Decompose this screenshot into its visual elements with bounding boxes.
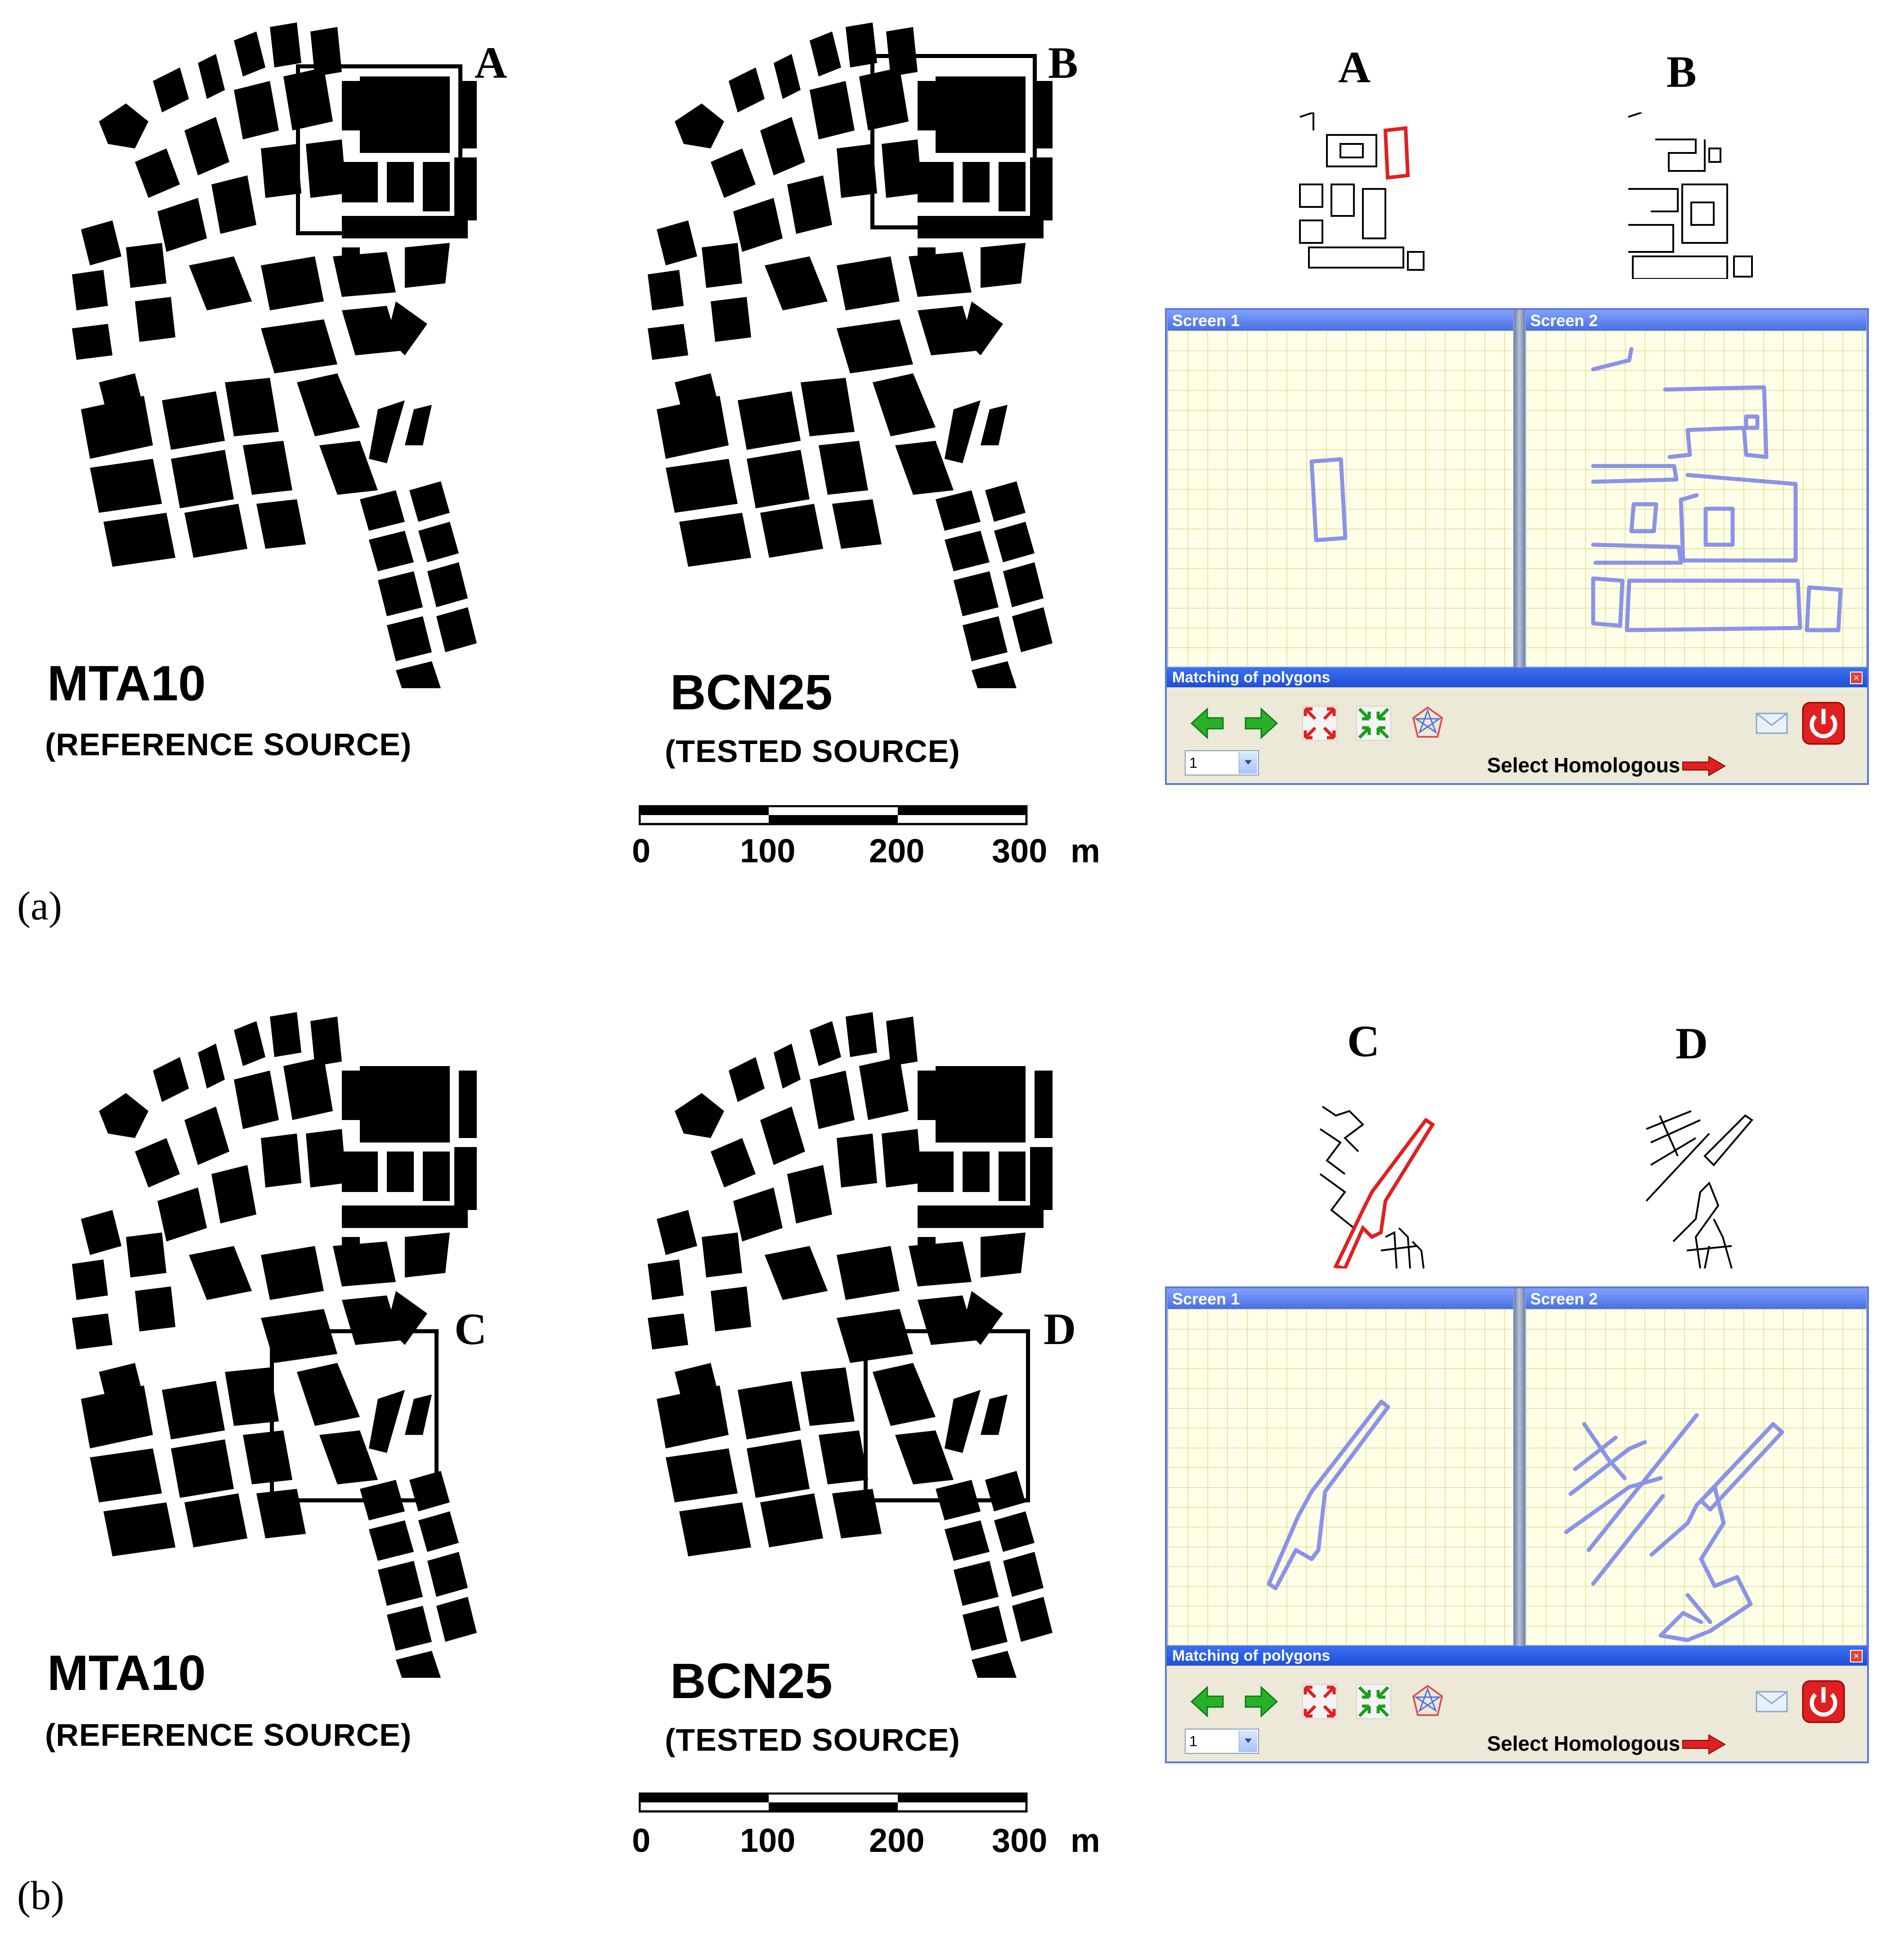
chevron-down-icon[interactable] <box>1239 1730 1257 1752</box>
reference-subtitle-b: (REFERENCE SOURCE) <box>45 1717 412 1752</box>
reference-title-a: MTA10 <box>47 656 206 711</box>
inset-letter-c: C <box>454 1304 487 1354</box>
screen-splitter-a[interactable] <box>1514 310 1525 668</box>
chevron-down-icon[interactable] <box>1239 752 1257 774</box>
scale-bar-b <box>639 1793 1028 1813</box>
green-collapse-icon[interactable] <box>1356 1684 1392 1720</box>
matching-toolbar-b: 1 Select Homologous <box>1167 1666 1867 1761</box>
scale-tick-0-a: 0 <box>632 832 651 869</box>
screen-1-a[interactable]: Screen 1 <box>1167 310 1514 668</box>
inset-box-d <box>864 1329 1030 1502</box>
scale-tick-100-b: 100 <box>740 1822 796 1859</box>
reference-subtitle-a: (REFERENCE SOURCE) <box>45 727 412 762</box>
scale-tick-200-b: 200 <box>869 1822 925 1859</box>
green-left-arrow-icon[interactable] <box>1189 1684 1225 1720</box>
envelope-icon[interactable] <box>1754 1684 1790 1720</box>
screen-2-title-b: Screen 2 <box>1526 1289 1866 1309</box>
screen-2-b[interactable]: Screen 2 <box>1525 1288 1867 1646</box>
matching-title-bar-a: Matching of polygons <box>1167 668 1867 687</box>
screen-2-a[interactable]: Screen 2 <box>1525 310 1867 668</box>
match-index-select-a[interactable]: 1 <box>1185 750 1259 775</box>
inset-letter-b: B <box>1048 38 1078 88</box>
select-homologous-label-b: Select Homologous <box>1487 1732 1680 1755</box>
power-icon[interactable] <box>1801 701 1846 746</box>
thumbnail-a <box>1295 111 1430 279</box>
tested-subtitle-b: (TESTED SOURCE) <box>665 1722 960 1757</box>
matching-title-bar-b: Matching of polygons <box>1167 1646 1867 1666</box>
panel-label-b: (b) <box>17 1873 64 1918</box>
tested-title-a: BCN25 <box>670 665 833 720</box>
tested-subtitle-a: (TESTED SOURCE) <box>665 734 960 769</box>
close-icon[interactable]: × <box>1850 1650 1863 1663</box>
tested-title-b: BCN25 <box>670 1654 833 1709</box>
green-collapse-icon[interactable] <box>1356 705 1392 741</box>
close-icon[interactable]: × <box>1850 672 1863 684</box>
inset-box-c <box>270 1329 439 1502</box>
green-right-arrow-icon[interactable] <box>1243 705 1279 741</box>
panel-label-a: (a) <box>17 884 62 928</box>
inset-box-b <box>870 54 1037 229</box>
red-right-arrow-icon[interactable] <box>1682 1733 1727 1756</box>
scale-bar-a <box>639 805 1028 825</box>
scale-tick-300-a: 300 <box>992 832 1048 869</box>
scale-tick-0-b: 0 <box>632 1822 651 1859</box>
star-polygon-icon[interactable] <box>1410 1684 1446 1720</box>
star-polygon-icon[interactable] <box>1410 705 1446 741</box>
inset-box-a <box>296 64 462 235</box>
red-right-arrow-icon[interactable] <box>1682 755 1727 777</box>
red-expand-icon[interactable] <box>1302 1684 1338 1720</box>
reference-title-b: MTA10 <box>47 1645 206 1701</box>
thumb-letter-a: A <box>1338 42 1371 92</box>
thumb-letter-c: C <box>1347 1016 1380 1066</box>
screen-splitter-b[interactable] <box>1514 1288 1525 1646</box>
scale-unit-b: m <box>1071 1822 1100 1859</box>
screen-2-title-a: Screen 2 <box>1526 311 1866 331</box>
match-index-select-b[interactable]: 1 <box>1185 1729 1259 1754</box>
inset-letter-d: D <box>1044 1304 1076 1354</box>
screen-1-b[interactable]: Screen 1 <box>1167 1288 1514 1646</box>
inset-letter-a: A <box>475 38 507 88</box>
envelope-icon[interactable] <box>1754 705 1790 741</box>
thumb-letter-d: D <box>1676 1018 1708 1068</box>
matching-app-window-a: Screen 1 Screen 2 Matching of poly <box>1165 308 1869 785</box>
matching-app-window-b: Screen 1 Screen 2 Matching of polygons <box>1165 1286 1869 1763</box>
green-right-arrow-icon[interactable] <box>1243 1684 1279 1720</box>
screen-1-title-a: Screen 1 <box>1168 311 1513 331</box>
scale-tick-300-b: 300 <box>992 1822 1048 1859</box>
scale-unit-a: m <box>1071 832 1100 869</box>
screen-1-title-b: Screen 1 <box>1168 1289 1513 1309</box>
matching-toolbar-a: 1 Select Homologous <box>1167 687 1867 783</box>
select-homologous-label-a: Select Homologous <box>1487 753 1680 777</box>
thumbnail-d <box>1642 1102 1768 1269</box>
scale-tick-200-a: 200 <box>869 832 925 869</box>
thumbnail-b <box>1624 112 1759 280</box>
red-expand-icon[interactable] <box>1302 705 1338 741</box>
thumbnail-c <box>1318 1102 1444 1271</box>
thumb-letter-b: B <box>1667 47 1697 97</box>
green-left-arrow-icon[interactable] <box>1189 705 1225 741</box>
scale-tick-100-a: 100 <box>740 832 796 869</box>
power-icon[interactable] <box>1801 1679 1846 1724</box>
